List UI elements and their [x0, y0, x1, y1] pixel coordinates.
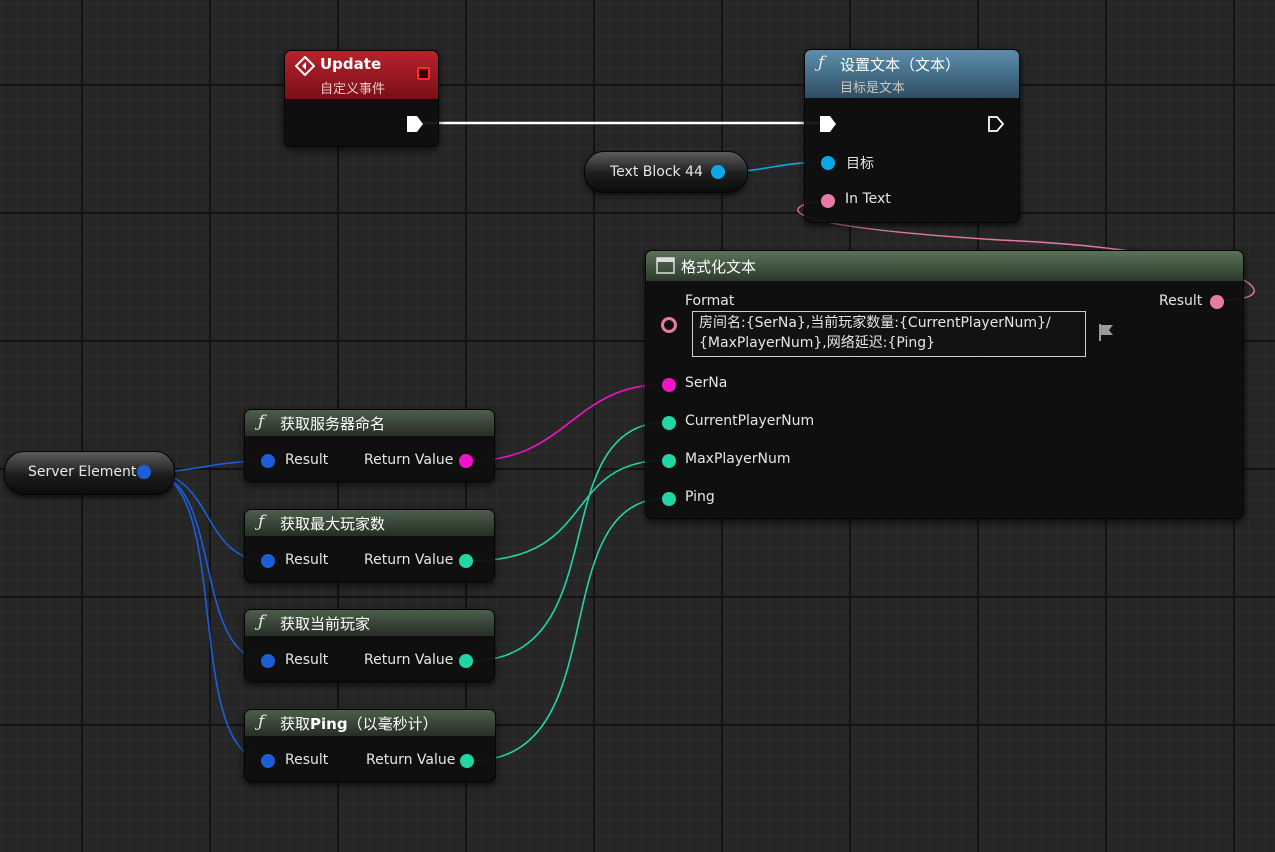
return-value-pin[interactable]: [459, 554, 473, 568]
result-label: Result: [1159, 293, 1203, 309]
delegate-pin-icon[interactable]: [417, 67, 430, 80]
result-label: Result: [285, 552, 329, 568]
function-icon: ƒ: [258, 712, 265, 732]
currentplayernum-pin[interactable]: [662, 416, 676, 430]
return-value-pin[interactable]: [459, 454, 473, 468]
get-ping-header[interactable]: ƒ 获取Ping（以毫秒计）: [245, 710, 495, 736]
server-element-label: Server Element: [28, 464, 137, 480]
set-text-header[interactable]: ƒ 设置文本（文本） 目标是文本: [805, 50, 1019, 98]
return-value-label: Return Value: [364, 552, 454, 568]
currentplayernum-label: CurrentPlayerNum: [685, 413, 815, 429]
target-pin[interactable]: [821, 156, 835, 170]
result-in-pin[interactable]: [261, 554, 275, 568]
set-text-exec-out-pin[interactable]: [987, 115, 1005, 133]
result-to-intext-wire: [797, 199, 1255, 301]
maxplayernum-pin[interactable]: [662, 454, 676, 468]
format-line-1: 房间名:{SerNa},当前玩家数量:{CurrentPlayerNum}/: [699, 315, 1051, 331]
get-server-name-header[interactable]: ƒ 获取服务器命名: [245, 410, 494, 436]
update-event-node[interactable]: Update 自定义事件: [284, 50, 439, 147]
get-ping-title-bold: Ping: [310, 715, 348, 733]
text-block-variable-node[interactable]: Text Block 44: [584, 151, 748, 193]
format-line-2: {MaxPlayerNum},网络延迟:{Ping}: [699, 335, 936, 351]
get-max-players-header[interactable]: ƒ 获取最大玩家数: [245, 510, 494, 536]
ping-label: Ping: [685, 489, 715, 505]
serna-label: SerNa: [685, 375, 728, 391]
result-pin[interactable]: [1210, 295, 1224, 309]
set-text-node[interactable]: ƒ 设置文本（文本） 目标是文本 目标 In Text: [804, 49, 1020, 223]
text-block-label: Text Block 44: [610, 164, 703, 180]
set-text-subtitle: 目标是文本: [840, 81, 906, 96]
update-event-subtitle: 自定义事件: [320, 82, 386, 97]
get-max-players-title: 获取最大玩家数: [280, 515, 386, 533]
format-label: Format: [685, 293, 735, 309]
result-in-pin[interactable]: [261, 754, 275, 768]
get-ping-title-prefix: 获取: [280, 715, 311, 733]
result-in-pin[interactable]: [261, 454, 275, 468]
format-text-icon: [656, 257, 675, 274]
text-block-out-pin[interactable]: [711, 165, 725, 179]
server-element-variable-node[interactable]: Server Element: [4, 451, 175, 495]
function-icon: ƒ: [818, 53, 825, 73]
return-value-pin[interactable]: [460, 754, 474, 768]
ping-pin[interactable]: [662, 492, 676, 506]
update-event-header[interactable]: Update 自定义事件: [285, 51, 438, 99]
get-current-players-header[interactable]: ƒ 获取当前玩家: [245, 610, 494, 636]
server-wire-4: [147, 471, 269, 762]
format-text-input[interactable]: 房间名:{SerNa},当前玩家数量:{CurrentPlayerNum}/ {…: [692, 311, 1086, 357]
set-text-title: 设置文本（文本）: [840, 56, 961, 74]
return-value-pin[interactable]: [459, 654, 473, 668]
get-ping-title-suffix: （以毫秒计）: [347, 715, 438, 733]
serna-pin[interactable]: [662, 378, 676, 392]
update-event-title: Update: [320, 55, 382, 73]
target-label: 目标: [846, 156, 874, 172]
in-text-label: In Text: [845, 191, 891, 207]
maxplayernum-label: MaxPlayerNum: [685, 451, 791, 467]
get-server-name-node[interactable]: ƒ 获取服务器命名 Result Return Value: [244, 409, 495, 482]
format-text-node[interactable]: 格式化文本 Format 房间名:{SerNa},当前玩家数量:{Current…: [645, 250, 1244, 519]
serna-wire: [468, 383, 669, 462]
get-current-players-title: 获取当前玩家: [280, 615, 371, 633]
get-ping-title: 获取Ping（以毫秒计）: [280, 713, 438, 734]
in-text-pin[interactable]: [821, 194, 835, 208]
maxplayer-wire: [469, 459, 669, 562]
get-current-players-node[interactable]: ƒ 获取当前玩家 Result Return Value: [244, 609, 495, 682]
format-pin[interactable]: [661, 317, 677, 333]
ping-wire: [469, 497, 669, 762]
get-max-players-node[interactable]: ƒ 获取最大玩家数 Result Return Value: [244, 509, 495, 582]
set-text-exec-in-pin[interactable]: [820, 116, 836, 132]
server-element-out-pin[interactable]: [137, 465, 151, 479]
result-label: Result: [285, 752, 329, 768]
function-icon: ƒ: [258, 412, 265, 432]
format-text-header[interactable]: 格式化文本: [646, 251, 1243, 281]
return-value-label: Return Value: [364, 652, 454, 668]
get-server-name-title: 获取服务器命名: [280, 415, 386, 433]
result-label: Result: [285, 452, 329, 468]
result-in-pin[interactable]: [261, 654, 275, 668]
flag-icon[interactable]: [1097, 323, 1115, 342]
get-ping-node[interactable]: ƒ 获取Ping（以毫秒计） Result Return Value: [244, 709, 496, 782]
return-value-label: Return Value: [364, 452, 454, 468]
result-label: Result: [285, 652, 329, 668]
update-exec-out-pin[interactable]: [407, 116, 423, 132]
function-icon: ƒ: [258, 512, 265, 532]
function-icon: ƒ: [258, 612, 265, 632]
currentplayer-wire: [469, 421, 669, 662]
return-value-label: Return Value: [366, 752, 456, 768]
event-diamond-icon: [295, 56, 315, 76]
format-text-title: 格式化文本: [681, 258, 757, 276]
